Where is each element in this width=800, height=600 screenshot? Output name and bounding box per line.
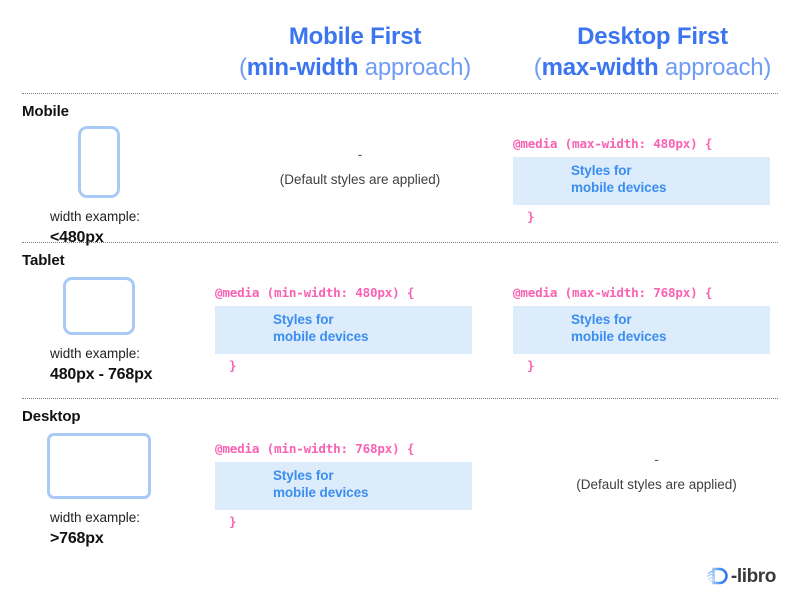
width-example-tablet: width example: 480px - 768px (22, 345, 205, 385)
paren-open: ( (533, 53, 542, 81)
device-illustration-phone (22, 122, 205, 199)
mobile-first-cell-desktop: @media (min-width: 768px) { Styles for m… (205, 399, 505, 549)
row-separator (22, 93, 778, 95)
row-tablet: Tablet width example: 480px - 768px @med… (0, 243, 800, 398)
width-caption: width example: (50, 510, 141, 526)
default-styles-note: (Default styles are applied) (279, 171, 441, 187)
mobile-first-cell-tablet: @media (min-width: 480px) { Styles for m… (205, 243, 505, 398)
code-media-query-open: @media (max-width: 768px) { (513, 285, 713, 301)
brand-footer: -libro (706, 565, 776, 587)
column-header-desktop-first: Desktop First (max-width approach) (505, 22, 800, 83)
code-block: @media (max-width: 480px) { Styles for m… (513, 138, 800, 223)
default-dash: - (357, 147, 363, 163)
tablet-outline-icon (62, 277, 135, 336)
device-title: Desktop (22, 408, 81, 426)
default-dash: - (654, 452, 659, 468)
code-inner-line-1: Styles for (273, 312, 334, 328)
phone-outline-icon (77, 126, 120, 199)
code-inner-line-1: Styles for (571, 312, 632, 328)
mobile-first-approach-text: approach) (358, 53, 472, 81)
brand-name: -libro (730, 565, 776, 587)
code-block: @media (min-width: 480px) { Styles for m… (215, 287, 505, 372)
code-media-query-open: @media (max-width: 480px) { (513, 136, 713, 152)
mobile-first-keyword: min-width (246, 53, 359, 81)
code-inner-line-2: mobile devices (571, 179, 667, 195)
width-caption: width example: (50, 346, 141, 362)
mobile-first-subtitle: (min-width approach) (205, 53, 505, 84)
row-separator (22, 398, 778, 400)
code-highlight-block: Styles for mobile devices (513, 157, 770, 205)
width-example-desktop: width example: >768px (22, 509, 205, 549)
code-media-query-open: @media (min-width: 480px) { (215, 285, 415, 301)
d-libro-logo-icon (706, 566, 729, 586)
header-spacer (0, 22, 205, 83)
width-value: 480px - 768px (50, 365, 153, 383)
code-closing-brace: } (527, 208, 535, 224)
desktop-first-approach-text: approach) (658, 53, 772, 81)
column-header-mobile-first: Mobile First (min-width approach) (205, 22, 505, 83)
code-closing-brace: } (527, 357, 535, 373)
device-illustration-tablet (22, 271, 205, 336)
desktop-first-cell-mobile: @media (max-width: 480px) { Styles for m… (505, 94, 800, 248)
code-inner-line-2: mobile devices (571, 328, 667, 344)
width-caption: width example: (50, 209, 141, 225)
code-inner-line-1: Styles for (273, 468, 334, 484)
code-inner-line-2: mobile devices (273, 484, 369, 500)
code-block: @media (max-width: 768px) { Styles for m… (513, 287, 800, 372)
row-separator (22, 242, 778, 244)
row-mobile: Mobile width example: <480px - (Default … (0, 94, 800, 246)
width-value: >768px (50, 529, 104, 547)
device-cell-desktop: Desktop width example: >768px (0, 399, 205, 549)
desktop-first-cell-tablet: @media (max-width: 768px) { Styles for m… (505, 243, 800, 398)
code-inner-line-1: Styles for (571, 163, 632, 179)
desktop-first-subtitle: (max-width approach) (505, 53, 800, 84)
paren-open: ( (238, 53, 247, 81)
device-title: Mobile (22, 103, 69, 121)
device-illustration-laptop (22, 427, 205, 500)
device-title: Tablet (22, 252, 65, 270)
desktop-first-title: Desktop First (577, 23, 728, 50)
code-highlight-block: Styles for mobile devices (215, 306, 472, 354)
device-cell-tablet: Tablet width example: 480px - 768px (0, 243, 205, 398)
code-highlight-block: Styles for mobile devices (215, 462, 472, 510)
code-media-query-open: @media (min-width: 768px) { (215, 441, 415, 457)
default-styles-note: (Default styles are applied) (576, 476, 737, 492)
mobile-first-cell-mobile: - (Default styles are applied) (205, 94, 505, 248)
column-headers: Mobile First (min-width approach) Deskto… (0, 0, 800, 83)
laptop-outline-icon (46, 433, 151, 500)
breakpoint-rows: Mobile width example: <480px - (Default … (0, 93, 800, 547)
code-block: @media (min-width: 768px) { Styles for m… (215, 443, 505, 528)
device-cell-mobile: Mobile width example: <480px (0, 94, 205, 248)
code-highlight-block: Styles for mobile devices (513, 306, 770, 354)
row-desktop: Desktop width example: >768px @media (mi… (0, 399, 800, 547)
code-closing-brace: } (229, 513, 237, 529)
width-value: <480px (50, 228, 104, 246)
code-closing-brace: } (229, 357, 237, 373)
code-inner-line-2: mobile devices (273, 328, 369, 344)
desktop-first-cell-desktop: - (Default styles are applied) (505, 399, 800, 549)
desktop-first-keyword: max-width (541, 53, 659, 81)
width-example-mobile: width example: <480px (22, 208, 205, 248)
mobile-first-title: Mobile First (288, 23, 422, 50)
